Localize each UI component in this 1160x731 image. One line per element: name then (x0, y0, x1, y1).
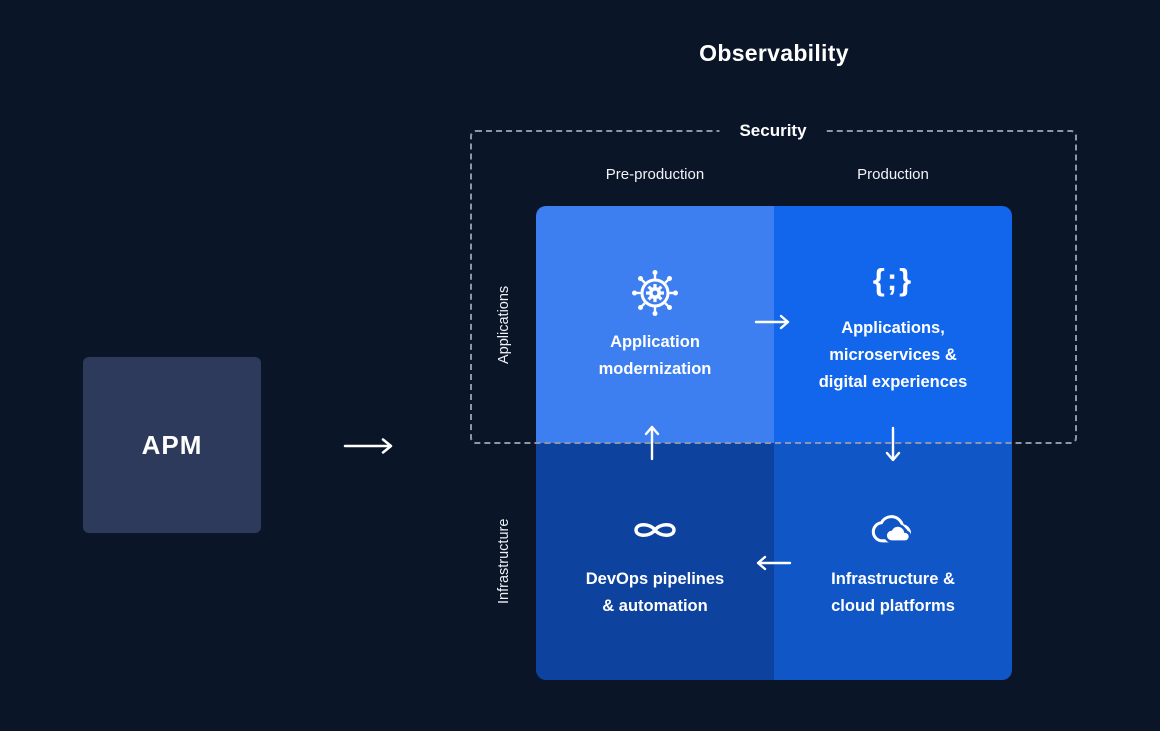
gear-network-icon (631, 267, 679, 319)
apm-box: APM (83, 357, 261, 533)
flow-arrow-down-icon (885, 426, 901, 462)
flow-arrow-up-icon (644, 425, 660, 461)
quadrant-label: Application modernization (598, 332, 712, 378)
quadrant-label: Infrastructure & cloud platforms (831, 569, 955, 615)
column-label-pre-production: Pre-production (605, 166, 705, 183)
apm-flow-arrow-icon (343, 438, 393, 454)
column-label-production: Production (857, 166, 929, 183)
quadrant-label: Applications, microservices & digital ex… (818, 319, 968, 391)
apm-box-label: APM (141, 429, 203, 460)
row-label-applications: Applications (496, 285, 512, 364)
quadrant-applications-microservices: {;} Applications, microservices & digita… (774, 206, 1012, 443)
quadrant-devops-pipelines: DevOps pipelines & automation (536, 443, 774, 680)
page-title: Observability (699, 40, 849, 66)
flow-arrow-left-icon (756, 555, 792, 571)
cloud-icon (869, 504, 917, 556)
quadrant-label: DevOps pipelines & automation (585, 569, 725, 615)
code-braces-icon: {;} (872, 261, 914, 297)
quadrant-infrastructure-cloud: Infrastructure & cloud platforms (774, 443, 1012, 680)
security-label: Security (719, 118, 827, 144)
flow-arrow-right-icon (754, 314, 790, 330)
quadrant-grid: Application modernization {;} Applicatio… (536, 206, 1012, 680)
infinity-icon (627, 504, 683, 556)
quadrant-application-modernization: Application modernization (536, 206, 774, 443)
row-label-infrastructure: Infrastructure (496, 518, 512, 605)
